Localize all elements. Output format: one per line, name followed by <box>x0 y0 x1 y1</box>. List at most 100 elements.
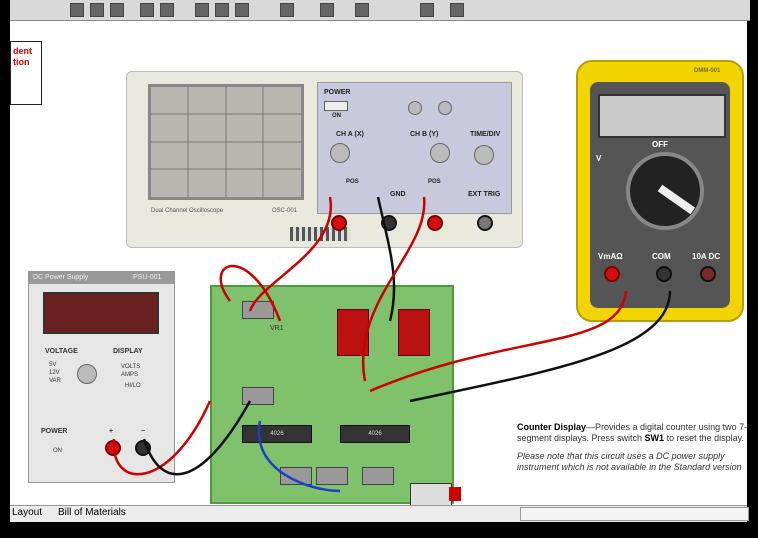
vma-label: VmAΩ <box>598 252 623 261</box>
horizontal-scrollbar[interactable] <box>520 507 749 521</box>
vma-terminal[interactable] <box>604 266 620 282</box>
psu-on-label: ON <box>53 448 62 454</box>
settings-icon[interactable] <box>450 3 464 17</box>
wire-icon[interactable] <box>215 3 229 17</box>
screw-terminal[interactable] <box>280 467 312 485</box>
psu-title: DC Power Supply <box>33 274 89 281</box>
screw-terminal[interactable] <box>242 387 274 405</box>
ch-b-terminal[interactable] <box>427 215 443 231</box>
component-icon[interactable] <box>320 3 334 17</box>
display-label: DISPLAY <box>113 348 143 355</box>
screw-terminal[interactable] <box>362 467 394 485</box>
volts-label: VOLTS <box>121 364 141 370</box>
screw-terminal[interactable] <box>242 301 274 319</box>
level-knob[interactable] <box>438 101 452 115</box>
stop-icon[interactable] <box>110 3 124 17</box>
note-sw: SW1 <box>644 433 665 443</box>
amp-terminal[interactable] <box>700 266 716 282</box>
note-desc1: —Provides a digital counter using two 7-… <box>517 422 747 443</box>
psu-header: DC Power Supply PSU-001 <box>29 272 174 284</box>
control-panel: POWER ON CH A (X) CH B (Y) TIME/DIV POS … <box>317 82 512 214</box>
psu-model: PSU-001 <box>133 274 162 281</box>
selector-dial[interactable] <box>626 152 704 230</box>
ch-a-label: CH A (X) <box>336 131 364 138</box>
amps-label: AMPS <box>121 372 139 378</box>
seven-segment-units <box>398 309 430 356</box>
ext-trig-terminal[interactable] <box>477 215 493 231</box>
description-text: Counter Display—Provides a digital count… <box>517 422 747 473</box>
oscilloscope[interactable]: Dual Channel Oscilloscope OSC-001 POWER … <box>126 71 523 248</box>
tab-bill-of-materials[interactable]: Bill of Materials <box>58 507 126 518</box>
ch-a-knob[interactable] <box>330 143 350 163</box>
minus-label: − <box>141 428 146 435</box>
power-label: POWER <box>324 89 351 96</box>
circuit-canvas[interactable]: dent tion Dual Channel Oscilloscope OSC-… <box>10 21 747 505</box>
screw-terminal[interactable] <box>316 467 348 485</box>
note-title: Counter Display <box>517 422 587 432</box>
v12-label: 12V <box>49 370 60 376</box>
hilo-label: HI/LO <box>125 383 141 389</box>
ch-b-knob[interactable] <box>430 143 450 163</box>
note-desc2: to reset the display. <box>664 433 744 443</box>
time-div-knob[interactable] <box>474 145 494 165</box>
gnd-terminal[interactable] <box>381 215 397 231</box>
multimeter-face: OFF V VmAΩ COM 10A DC <box>590 82 730 308</box>
volt-label: V <box>596 154 602 163</box>
probe-icon[interactable] <box>280 3 294 17</box>
pos-label-b: POS <box>428 179 441 185</box>
com-terminal[interactable] <box>656 266 672 282</box>
dial-pointer <box>657 184 696 215</box>
psu-minus-terminal[interactable] <box>135 440 151 456</box>
side-note-line2: tion <box>13 57 30 67</box>
side-note-line1: dent <box>13 46 32 56</box>
time-div-label: TIME/DIV <box>470 131 501 138</box>
off-label: OFF <box>652 140 668 149</box>
ic-chip: 4026 <box>340 425 410 443</box>
psu-plus-terminal[interactable] <box>105 440 121 456</box>
circuit-board[interactable]: VR1 4026 4026 <box>210 285 454 504</box>
plus-label: + <box>109 428 114 435</box>
com-label: COM <box>652 252 671 261</box>
screen-grid <box>151 87 301 197</box>
pause-icon[interactable] <box>90 3 104 17</box>
psu-power-label: POWER <box>41 428 68 435</box>
side-note: dent tion <box>10 41 42 105</box>
multimeter-lcd <box>598 94 726 138</box>
position-knob[interactable] <box>408 101 422 115</box>
oscilloscope-screen <box>148 84 304 200</box>
reset-switch[interactable] <box>410 483 461 505</box>
dc-power-supply[interactable]: DC Power Supply PSU-001 VOLTAGE DISPLAY … <box>28 271 175 483</box>
vr1-label: VR1 <box>270 325 284 332</box>
ext-trig-label: EXT TRIG <box>468 191 501 198</box>
v5-label: 5V <box>49 362 57 368</box>
gnd-label: GND <box>390 191 406 198</box>
var-label: VAR <box>49 378 61 384</box>
psu-display <box>43 292 159 334</box>
amp-label: 10A DC <box>692 252 721 261</box>
play-icon[interactable] <box>70 3 84 17</box>
pos-label: POS <box>346 179 359 185</box>
power-switch[interactable] <box>324 101 348 111</box>
switch-button[interactable] <box>449 487 461 501</box>
text-icon[interactable] <box>355 3 369 17</box>
multimeter[interactable]: DMM-001 OFF V VmAΩ COM 10A DC <box>576 60 744 322</box>
zoom-icon[interactable] <box>235 3 249 17</box>
ch-b-label: CH B (Y) <box>410 131 439 138</box>
pointer-icon[interactable] <box>195 3 209 17</box>
oscilloscope-brand: Dual Channel Oscilloscope <box>151 208 224 214</box>
ic-chip: 4026 <box>242 425 312 443</box>
voltage-label: VOLTAGE <box>45 348 78 355</box>
ch-a-terminal[interactable] <box>331 215 347 231</box>
rotate-icon[interactable] <box>420 3 434 17</box>
tab-layout[interactable]: Layout <box>12 507 43 518</box>
multimeter-model: DMM-001 <box>694 68 721 74</box>
instrument-icon[interactable] <box>140 3 154 17</box>
note-italic: Please note that this circuit uses a DC … <box>517 451 742 472</box>
toolbar <box>10 0 750 21</box>
seven-segment-tens <box>337 309 369 356</box>
graph-icon[interactable] <box>160 3 174 17</box>
voltage-knob[interactable] <box>77 364 97 384</box>
note-body: Counter Display—Provides a digital count… <box>517 422 747 444</box>
on-label: ON <box>332 113 341 119</box>
